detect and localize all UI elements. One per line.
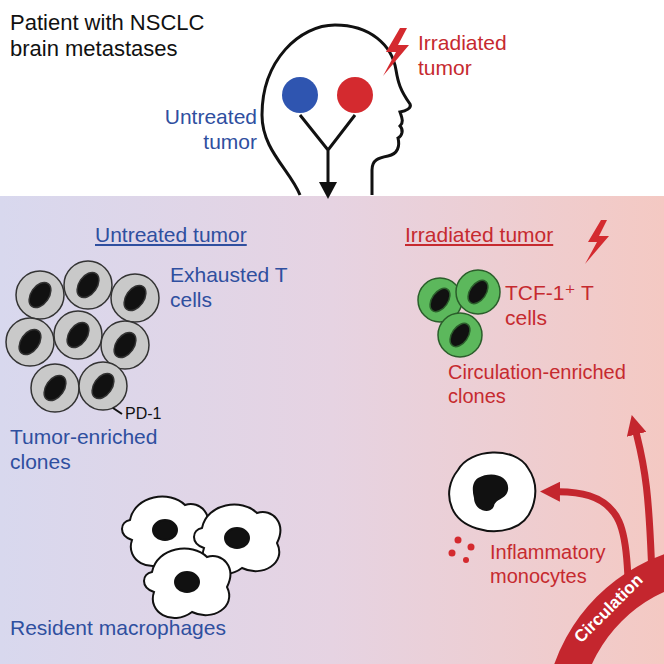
- lower-panel: [0, 196, 664, 664]
- cell-label: TCF-1⁺ T cells: [505, 280, 600, 330]
- flow-arrow: [635, 427, 652, 576]
- marker-label: PD-1: [125, 404, 161, 423]
- irradiated-tumor-dot: [337, 77, 373, 113]
- heading-text: Patient with NSCLC brain metastases: [10, 10, 250, 63]
- t-cell-group: TCF-1⁺ T cellsCirculation-enriched clone…: [420, 270, 662, 415]
- exhausted-t-cells: [6, 261, 159, 412]
- band-label: Circulation: [571, 571, 648, 648]
- lightning-bolt: [383, 28, 409, 76]
- untreated-tumor-dot: [282, 77, 318, 113]
- circulation-band: Circulation: [576, 576, 664, 664]
- pd1-leader: [113, 408, 122, 414]
- monocyte-cell: Inflammatory monocytes: [445, 448, 540, 535]
- lightning-bolt: [585, 220, 609, 264]
- cell-label: Exhausted T cells: [170, 262, 290, 312]
- cell-label: Inflammatory monocytes: [490, 540, 615, 588]
- merge-arrowhead: [319, 182, 337, 199]
- tumor-label: Untreated tumor: [145, 104, 257, 154]
- panel-heading: Irradiated tumor: [405, 222, 553, 247]
- circulation-arc: [544, 544, 664, 664]
- clone-label: Tumor-enriched clones: [10, 424, 200, 474]
- tumor-label: Irradiated tumor: [418, 30, 528, 80]
- cell-label: Resident macrophages: [10, 615, 226, 640]
- tcf1-t-cells: [418, 270, 500, 357]
- panel-heading: Untreated tumor: [95, 222, 247, 247]
- merge-arrow: [300, 115, 355, 184]
- flow-arrow: [552, 492, 628, 576]
- resident-macrophages: [122, 497, 280, 619]
- clone-label: Circulation-enriched clones: [448, 360, 660, 408]
- head-outline: [262, 25, 410, 195]
